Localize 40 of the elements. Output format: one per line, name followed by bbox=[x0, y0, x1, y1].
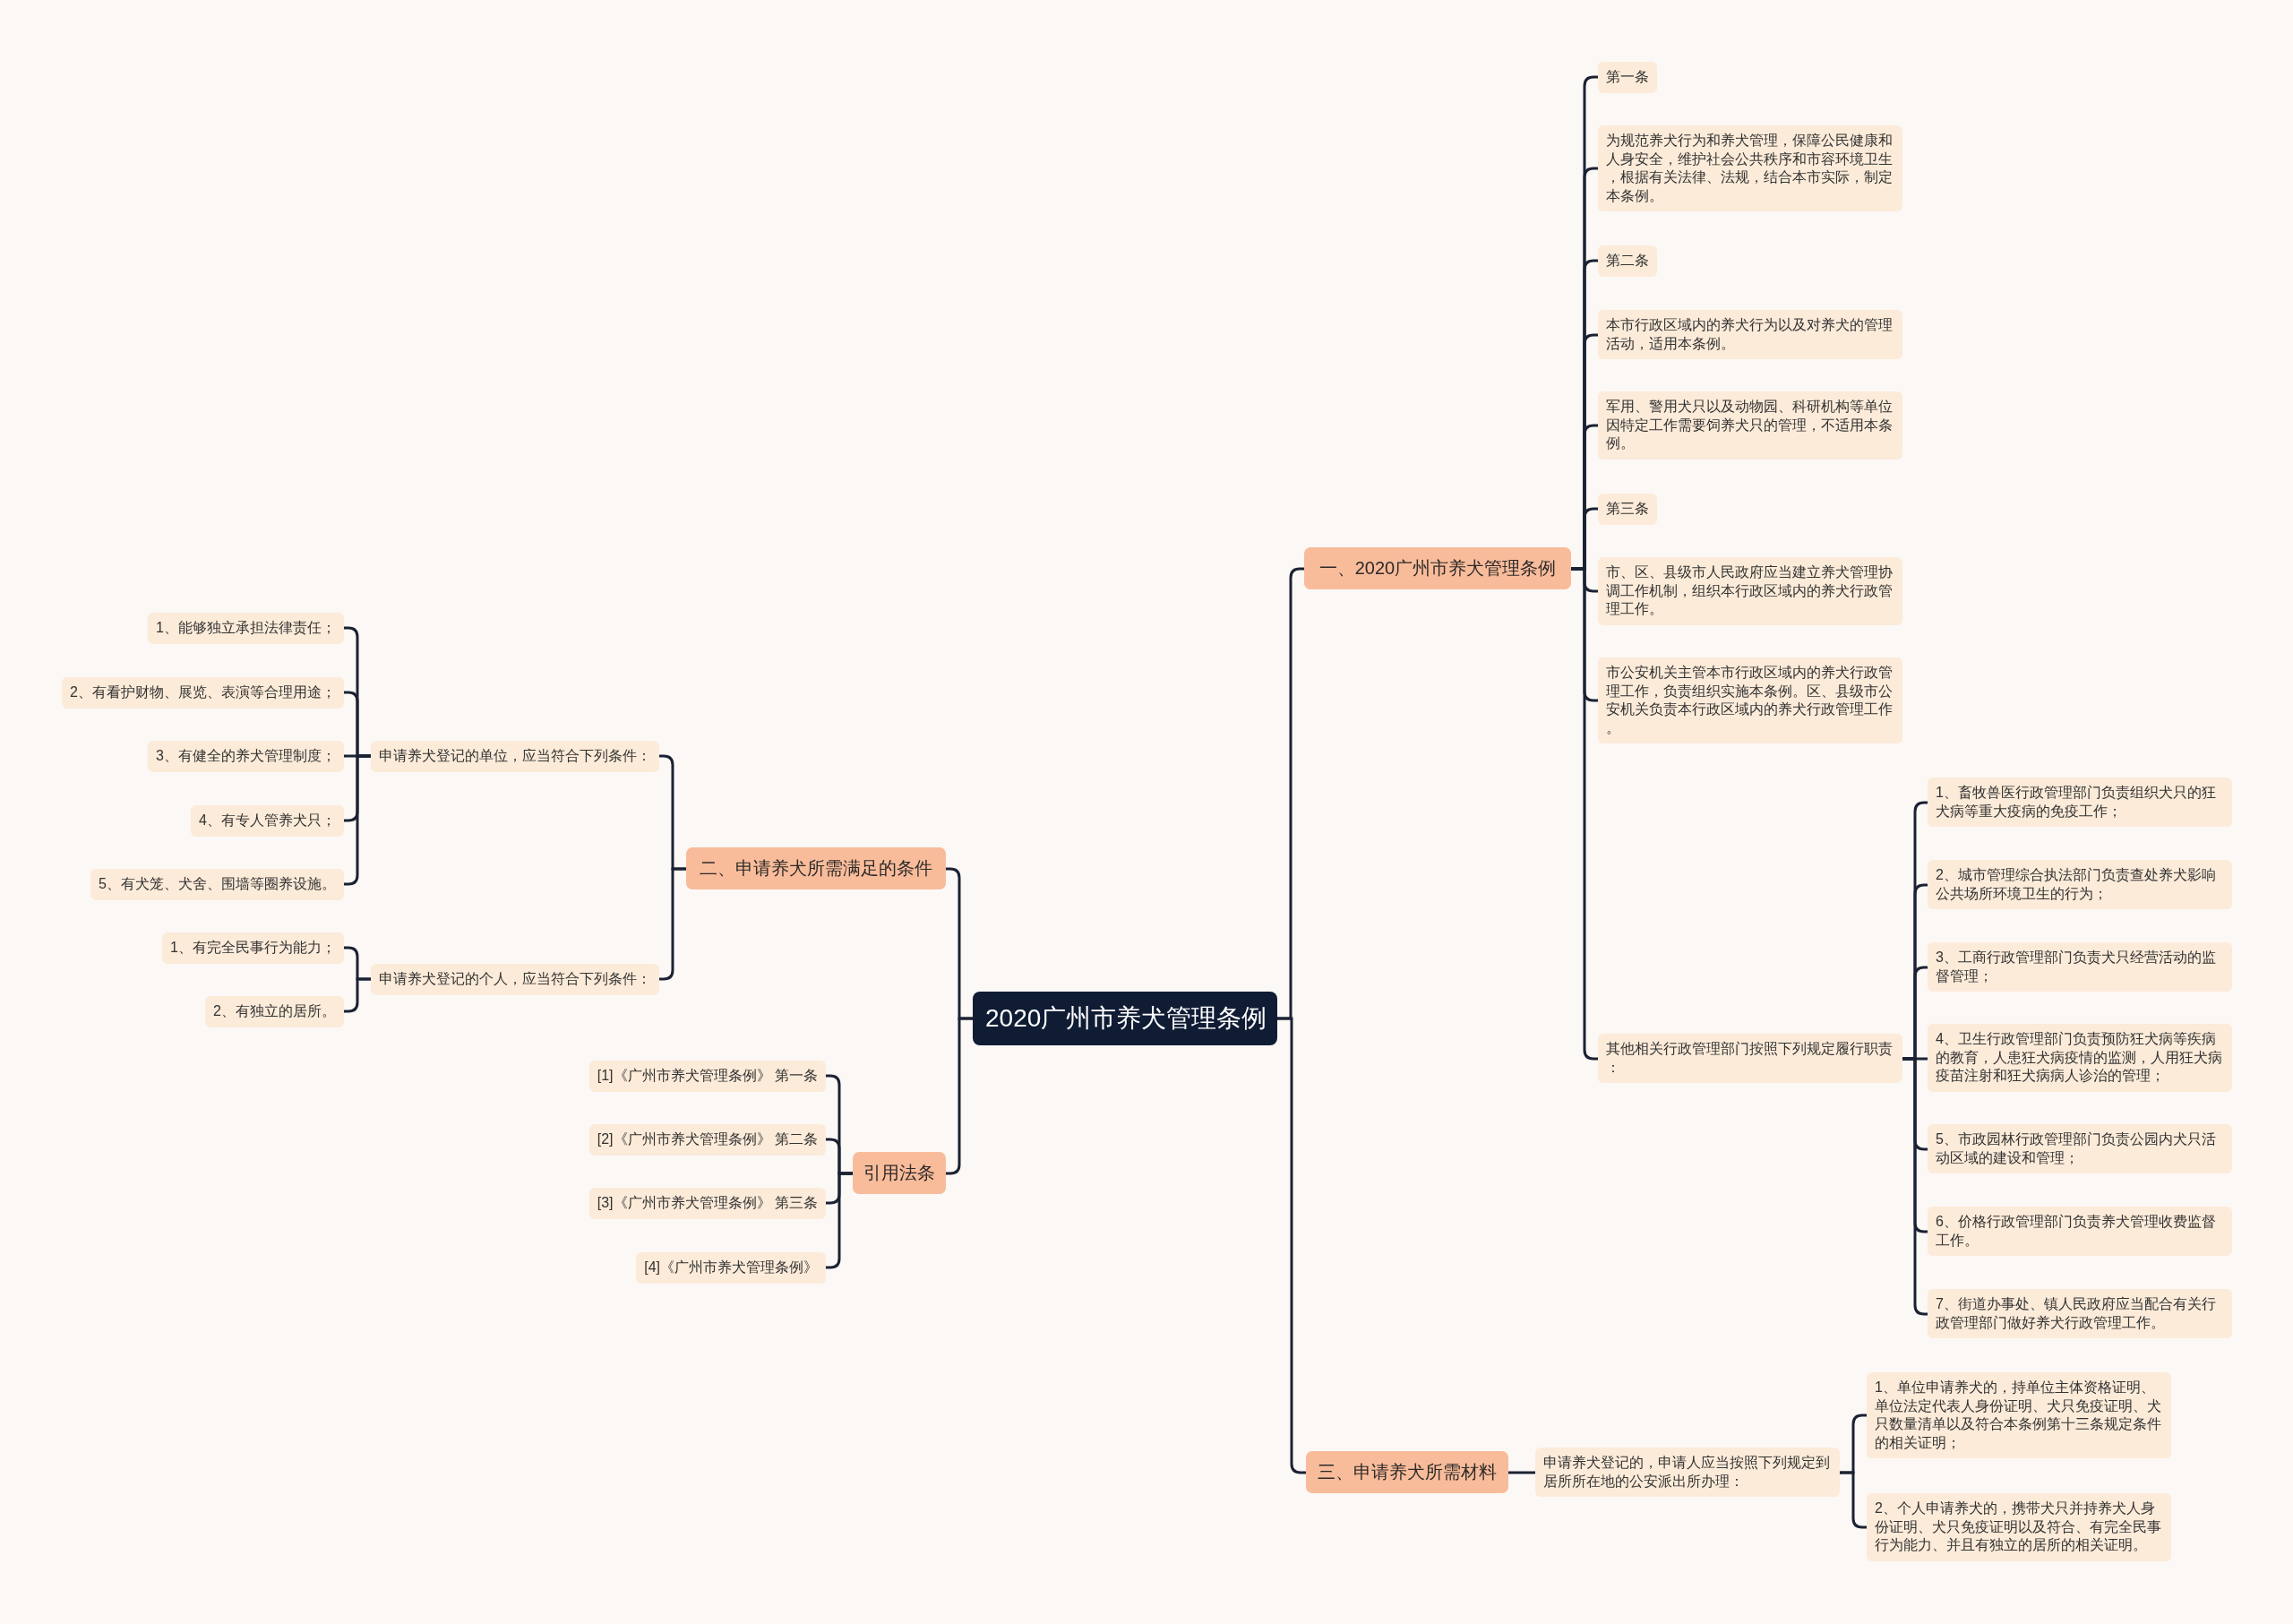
topic-card: [2]《广州市养犬管理条例》 第二条 bbox=[588, 1124, 826, 1156]
connector-line bbox=[344, 977, 371, 1013]
topic-card: 其他相关行政管理部门按照下列规定履行职责： bbox=[1598, 1034, 1902, 1083]
topic-card: 6、价格行政管理部门负责养犬管理收费监督工作。 bbox=[1928, 1207, 2232, 1256]
connector-line bbox=[1508, 1471, 1535, 1474]
topic-card: 1、有完全民事行为能力； bbox=[162, 932, 344, 964]
branch-topic: 二、申请养犬所需满足的条件 bbox=[686, 847, 946, 889]
topic-card: 第一条 bbox=[1598, 62, 1657, 93]
branch-topic: 一、2020广州市养犬管理条例 bbox=[1304, 547, 1571, 589]
branch-topic: 三、申请养犬所需材料 bbox=[1306, 1451, 1508, 1493]
topic-card: 4、有专人管养犬只； bbox=[191, 805, 344, 837]
topic-card: 2、有看护财物、展览、表演等合理用途； bbox=[62, 677, 344, 709]
topic-card: 1、畜牧兽医行政管理部门负责组织犬只的狂犬病等重大疫病的免疫工作； bbox=[1928, 778, 2232, 827]
branch-topic: 引用法条 bbox=[853, 1152, 946, 1194]
topic-card: 1、能够独立承担法律责任； bbox=[148, 613, 344, 644]
topic-card: 7、街道办事处、镇人民政府应当配合有关行政管理部门做好养犬行政管理工作。 bbox=[1928, 1289, 2232, 1338]
topic-card: 第三条 bbox=[1598, 494, 1657, 525]
connector-line bbox=[1277, 1017, 1306, 1474]
topic-card: 军用、警用犬只以及动物园、科研机构等单位因特定工作需要饲养犬只的管理，不适用本条例。 bbox=[1598, 391, 1902, 460]
topic-card: 1、单位申请养犬的，持单位主体资格证明、单位法定代表人身份证明、犬只免疫证明、犬只数量清单以及符合本条例第十三条规定条件的相关证明； bbox=[1867, 1372, 2171, 1458]
topic-card: 市公安机关主管本市行政区域内的养犬行政管理工作，负责组织实施本条例。区、县级市公安机关负责本行政区域内的养犬行政管理工作。 bbox=[1598, 657, 1902, 743]
topic-card: 本市行政区域内的养犬行为以及对养犬的管理活动，适用本条例。 bbox=[1598, 310, 1902, 359]
topic-card: 为规范养犬行为和养犬管理，保障公民健康和人身安全，维护社会公共秩序和市容环境卫生，根据有关法律、法规，结合本市实际，制定本条例。 bbox=[1598, 125, 1902, 211]
topic-card: 2、有独立的居所。 bbox=[205, 996, 344, 1027]
topic-card: 3、有健全的养犬管理制度； bbox=[148, 741, 344, 772]
topic-card: [4]《广州市养犬管理条例》 bbox=[636, 1252, 826, 1284]
topic-card: 3、工商行政管理部门负责犬只经营活动的监督管理； bbox=[1928, 942, 2232, 992]
topic-card: 申请养犬登记的，申请人应当按照下列规定到居所所在地的公安派出所办理： bbox=[1535, 1448, 1840, 1497]
topic-card: 5、有犬笼、犬舍、围墙等圈养设施。 bbox=[90, 869, 344, 900]
topic-card: [3]《广州市养犬管理条例》 第三条 bbox=[588, 1188, 826, 1219]
topic-card: 市、区、县级市人民政府应当建立养犬管理协调工作机制，组织本行政区域内的养犬行政管理工作。 bbox=[1598, 557, 1902, 625]
topic-card: 5、市政园林行政管理部门负责公园内犬只活动区域的建设和管理； bbox=[1928, 1124, 2232, 1173]
topic-card: 4、卫生行政管理部门负责预防狂犬病等疾病的教育，人患狂犬病疫情的监测，人用狂犬病疫苗注射和狂犬病病人诊治的管理； bbox=[1928, 1024, 2232, 1092]
topic-card: [1]《广州市养犬管理条例》 第一条 bbox=[588, 1061, 826, 1092]
topic-card: 第二条 bbox=[1598, 245, 1657, 277]
topic-card: 2、城市管理综合执法部门负责查处养犬影响公共场所环境卫生的行为； bbox=[1928, 860, 2232, 909]
topic-card: 申请养犬登记的个人，应当符合下列条件： bbox=[371, 964, 659, 995]
topic-card: 申请养犬登记的单位，应当符合下列条件： bbox=[371, 741, 659, 772]
topic-card: 2、个人申请养犬的，携带犬只并持养犬人身份证明、犬只免疫证明以及符合、有完全民事行为能力、并且有独立的居所的相关证明。 bbox=[1867, 1493, 2171, 1561]
central-topic: 2020广州市养犬管理条例 bbox=[973, 992, 1277, 1045]
